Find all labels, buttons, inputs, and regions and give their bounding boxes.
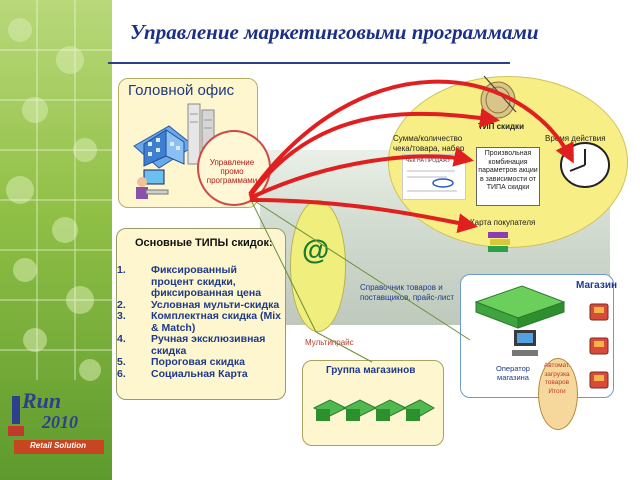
clock-icon bbox=[560, 142, 610, 188]
store-group-label: Группа магазинов bbox=[326, 365, 416, 376]
discount-type-item: 5. Пороговая скидка bbox=[117, 356, 282, 369]
discount-type-text: Ручная эксклюзивная скидка bbox=[151, 333, 266, 357]
store-building-icon bbox=[474, 285, 566, 329]
promo-management-label: Управление промо программами bbox=[206, 158, 258, 185]
receipt-header: ЧЕК НА ПРОДАЖУ bbox=[406, 158, 451, 164]
operator-label: Оператор магазина bbox=[496, 364, 530, 382]
run2010-logo bbox=[8, 396, 104, 454]
internet-node bbox=[290, 200, 346, 332]
discount-type-item: 2. Условная мульти-скидка bbox=[117, 298, 282, 312]
office-building-icon bbox=[133, 125, 195, 169]
discount-type-number: 1. bbox=[117, 264, 126, 276]
amount-label: Сумма/количество чека/товара, набор bbox=[393, 134, 465, 153]
page-title: Управление маркетинговыми программами bbox=[130, 20, 539, 44]
receipt-lines-icon bbox=[407, 170, 457, 192]
discount-type-item: 1. Фиксированный процент скидки, фиксиров… bbox=[117, 264, 282, 300]
multiprice-label: Мультипрайс bbox=[305, 338, 354, 347]
discount-type-number: 5. bbox=[117, 356, 126, 368]
discount-type-number: 2. bbox=[117, 298, 126, 311]
head-office-label: Головной офис bbox=[128, 82, 235, 99]
discount-type-number: 6. bbox=[117, 367, 126, 380]
logo-year: 2010 bbox=[42, 412, 78, 432]
loyalty-card-icon bbox=[488, 232, 510, 252]
store-computer-icon bbox=[512, 330, 538, 356]
discount-type-text: Фиксированный процент скидки, фиксирован… bbox=[151, 264, 262, 299]
auto-load-label: Автомат. загрузка товаров Итоги bbox=[543, 362, 571, 395]
line-multiprice-to-group bbox=[315, 331, 373, 363]
discount-type-label: ТИП скидки bbox=[478, 122, 524, 131]
at-icon: @ bbox=[302, 234, 330, 265]
discount-type-text: Комплектная скидка (Mix & Match) bbox=[151, 310, 282, 334]
title-underline bbox=[108, 62, 510, 64]
discount-type-number: 3. bbox=[117, 310, 126, 322]
card-label: Карта покупателя bbox=[470, 218, 536, 227]
discount-type-number: 4. bbox=[117, 333, 126, 345]
discount-type-item: 6. Социальная Карта bbox=[117, 367, 282, 381]
store-group-buildings-icon bbox=[312, 399, 436, 421]
auto-load-node bbox=[538, 358, 578, 430]
receipt-thumbnail: ЧЕК НА ПРОДАЖУ bbox=[402, 154, 466, 200]
pos-terminals-icon bbox=[589, 303, 609, 389]
logo-brand: Run bbox=[22, 388, 62, 413]
combination-box: Произвольная комбинация параметров акции… bbox=[476, 147, 540, 206]
logo-tagline: Retail Solution bbox=[30, 441, 86, 450]
discount-types-list: 1. Фиксированный процент скидки, фиксиров… bbox=[117, 264, 282, 381]
store-label: Магазин bbox=[576, 280, 618, 291]
coin-icon bbox=[480, 75, 517, 119]
discount-type-text: Пороговая скидка bbox=[151, 356, 245, 368]
discount-type-text: Условная мульти-скидка bbox=[151, 298, 280, 311]
reference-label: Справочник товаров и поставщиков, прайс-… bbox=[360, 283, 455, 302]
office-worker-icon bbox=[136, 169, 169, 199]
discount-types-title: Основные ТИПЫ скидок: bbox=[135, 237, 273, 249]
discount-type-item: 4. Ручная эксклюзивная скидка bbox=[117, 333, 282, 357]
time-label: Время действия bbox=[545, 134, 606, 143]
discount-type-item: 3. Комплектная скидка (Mix & Match) bbox=[117, 310, 282, 334]
discount-type-text: Социальная Карта bbox=[151, 367, 248, 380]
